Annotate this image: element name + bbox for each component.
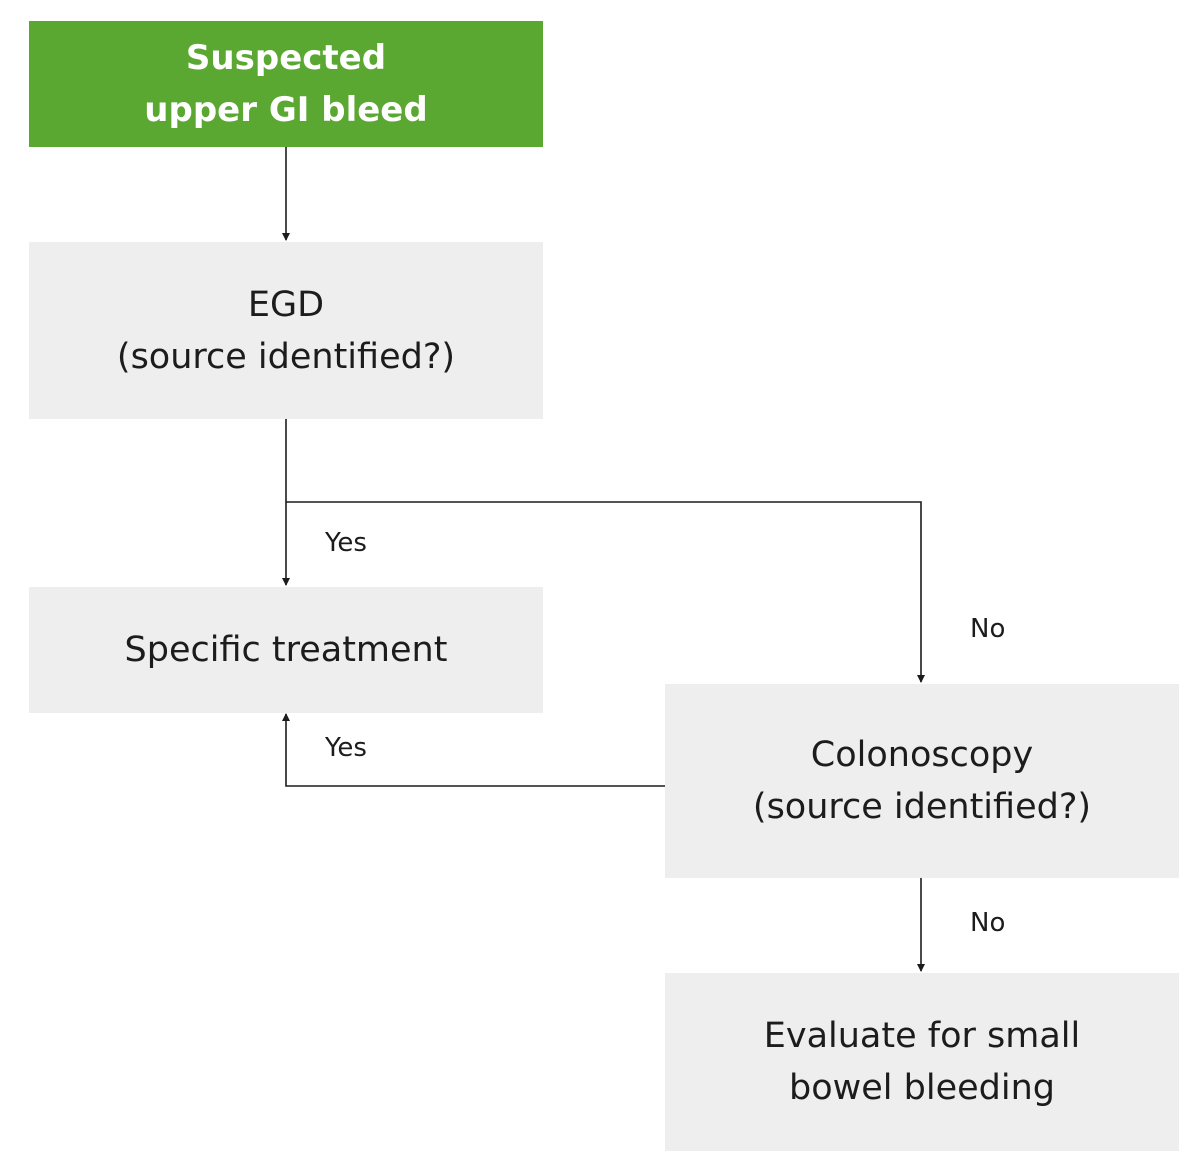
small-bowel-node-line1: Evaluate for small xyxy=(763,1016,1081,1056)
start-node: Suspected upper GI bleed xyxy=(29,21,543,147)
egd-no-label: No xyxy=(970,614,1006,644)
start-node-line2: upper GI bleed xyxy=(144,90,428,130)
arrow-egd-to-colonoscopy xyxy=(286,501,925,683)
egd-node: EGD (source identified?) xyxy=(29,242,543,419)
colonoscopy-yes-label: Yes xyxy=(325,733,367,763)
egd-yes-label: Yes xyxy=(325,528,367,558)
egd-node-line2: (source identified?) xyxy=(116,336,456,377)
egd-node-line1: EGD xyxy=(247,284,325,325)
start-node-line1: Suspected xyxy=(185,38,387,78)
treatment-node-line1: Specific treatment xyxy=(124,630,448,670)
colonoscopy-node-line1: Colonoscopy xyxy=(810,735,1034,775)
colonoscopy-no-label: No xyxy=(970,908,1006,938)
colonoscopy-node-line2: (source identified?) xyxy=(752,787,1092,827)
arrow-colonoscopy-to-treatment xyxy=(282,713,665,787)
small-bowel-node-line2: bowel bleeding xyxy=(789,1068,1055,1108)
treatment-node: Specific treatment xyxy=(29,587,543,713)
small-bowel-node: Evaluate for small bowel bleeding xyxy=(665,973,1179,1151)
colonoscopy-node: Colonoscopy (source identified?) xyxy=(665,684,1179,878)
